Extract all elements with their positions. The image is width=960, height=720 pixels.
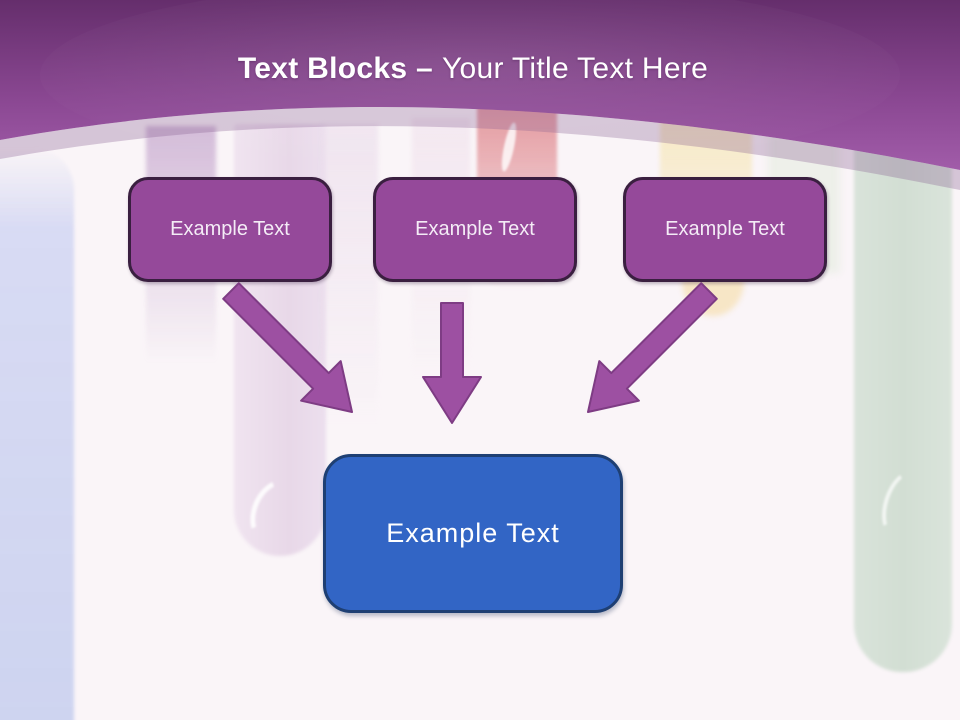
arrow-middle-down-icon (422, 302, 482, 424)
top-box-2: Example Text (373, 177, 577, 282)
top-box-3-label: Example Text (665, 218, 785, 240)
header-glow (40, 0, 900, 170)
slide-title-rest: Your Title Text Here (441, 52, 709, 85)
top-box-1: Example Text (128, 177, 332, 282)
paint-drip-lavender (0, 148, 74, 720)
paint-drip-gloss (240, 470, 314, 554)
top-box-2-label: Example Text (415, 218, 535, 240)
arrow-right-diagonal-icon (587, 282, 718, 413)
paint-drip-green (854, 136, 952, 672)
header-banner (0, 0, 960, 190)
arrow-left-diagonal-icon (222, 282, 353, 413)
slide-title-emphasis: Text Blocks – (237, 52, 433, 85)
result-box: Example Text (323, 454, 623, 613)
top-box-1-label: Example Text (170, 218, 290, 240)
top-box-3: Example Text (623, 177, 827, 282)
slide-title: Text Blocks –Your Title Text Here (0, 52, 946, 86)
result-box-label: Example Text (386, 518, 560, 548)
paint-drip-green-gloss (874, 465, 932, 543)
